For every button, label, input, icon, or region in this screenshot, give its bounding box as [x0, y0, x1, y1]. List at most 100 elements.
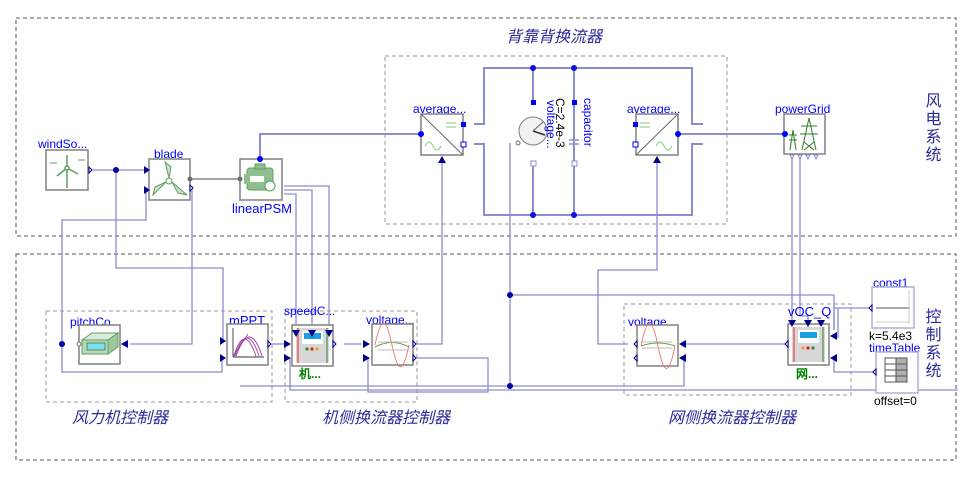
time-table-param: offset=0 [874, 394, 917, 408]
input-port [76, 341, 82, 347]
capacitor-param: C=2.4e-3 [553, 98, 567, 148]
linear-psm-block[interactable]: linearPSM [232, 156, 292, 216]
average-right-label: average... [627, 102, 680, 116]
input-port [804, 320, 812, 327]
neg-port [530, 160, 537, 167]
time-table-block[interactable]: timeTable offset=0 [869, 341, 921, 408]
const1-block[interactable]: const1 k=5.4e3 [868, 276, 915, 343]
speed-controller-sublabel: 机... [299, 366, 321, 381]
input-port [679, 354, 686, 362]
input-port [308, 330, 316, 337]
flange-port [187, 176, 193, 182]
junction-dot [530, 65, 536, 71]
grid-side-ctrl-frame [623, 303, 852, 396]
power-grid-block[interactable]: powerGrid [775, 102, 830, 161]
speed-controller-label: speedC... [284, 304, 335, 318]
flange-port [237, 176, 243, 182]
motor-icon [244, 163, 276, 192]
output-port [267, 339, 272, 349]
capacitor-block[interactable]: C=2.4e-3 capacitor [553, 98, 595, 167]
pwm-sine-icon [374, 323, 410, 367]
back-to-back-frame [384, 55, 728, 225]
power-tower-icon [789, 117, 818, 151]
output-port [789, 154, 795, 161]
back-to-back-title: 背靠背换流器 [506, 27, 604, 46]
voc-q-label: vOC_Q [788, 304, 831, 319]
average-right-block[interactable]: average... [627, 102, 681, 163]
mppt-curve-icon [232, 328, 264, 358]
input-port [363, 340, 370, 348]
input-port [144, 186, 150, 194]
voltage-machine-block[interactable]: voltage... [363, 313, 417, 367]
junction-dot [507, 292, 513, 298]
voc-q-block[interactable]: vOC_Q 网... [784, 304, 837, 381]
wind-system-frame [15, 17, 957, 237]
power-grid-label: powerGrid [775, 102, 830, 116]
ac-dc-converter-icon [420, 113, 464, 156]
voltage-sensor-block[interactable]: voltage... [515, 100, 558, 167]
pitch-controller-block[interactable]: pitchCo... [70, 315, 128, 365]
const1-param: k=5.4e3 [869, 329, 912, 343]
junction-dot [571, 65, 577, 71]
wind-source-label: windSo... [37, 137, 87, 151]
dc-ac-converter-icon [635, 113, 679, 156]
speed-controller-block[interactable]: speedC... 机... [284, 304, 337, 381]
output-port [189, 183, 194, 193]
output-port [872, 367, 877, 377]
neg-port [571, 160, 578, 167]
output-port [633, 339, 638, 349]
input-port [325, 330, 333, 337]
dc-neg-port [460, 141, 467, 148]
junction-dot [113, 167, 119, 173]
input-port [653, 156, 661, 163]
output-port [813, 154, 819, 161]
input-port [438, 156, 446, 163]
output-port [797, 154, 803, 161]
input-port [679, 340, 686, 348]
blade-block[interactable]: blade [144, 147, 194, 201]
ac-port [675, 131, 681, 137]
wind-source-block[interactable]: windSo... [37, 137, 93, 191]
linear-psm-label: linearPSM [232, 201, 292, 216]
input-port [220, 337, 226, 345]
wires [61, 67, 958, 393]
output-port [88, 165, 93, 175]
dc-pos-port [633, 122, 638, 127]
output-port [633, 353, 638, 363]
rotor-blade-icon [152, 160, 188, 197]
controller-box-icon [80, 332, 120, 355]
machine-side-ctrl-title: 机侧换流器控制器 [322, 408, 452, 427]
input-port [144, 166, 150, 174]
input-port [363, 354, 370, 362]
electric-port [257, 156, 263, 162]
blade-label: blade [154, 147, 184, 161]
voltage-sensor-label: voltage... [544, 100, 558, 149]
average-left-label: average... [413, 102, 466, 116]
output-port [868, 303, 873, 313]
pwm-sine-icon [640, 323, 676, 369]
input-port [220, 354, 226, 362]
dc-pos-port [461, 122, 466, 127]
table-icon [884, 357, 908, 383]
input-port [830, 332, 837, 340]
turbine-ctrl-frame [45, 310, 273, 403]
junction-dot [571, 212, 577, 218]
pos-port [531, 100, 536, 105]
input-port [284, 354, 291, 362]
control-system-title: 控制系统 [923, 308, 942, 380]
mppt-block[interactable]: mPPT [220, 313, 284, 366]
output-port [784, 339, 789, 349]
output-port [515, 140, 521, 146]
wind-turbine-icon [50, 155, 85, 188]
dc-neg-port [632, 141, 639, 148]
output-port [412, 339, 417, 349]
junction-dot [507, 383, 513, 389]
voc-q-sublabel: 网... [796, 367, 818, 381]
turbine-ctrl-title: 风力机控制器 [72, 408, 170, 427]
average-left-block[interactable]: average... [413, 102, 467, 163]
junction-dot [530, 212, 536, 218]
input-port [788, 320, 796, 327]
ac-port [418, 131, 424, 137]
voltage-grid-block[interactable]: voltage... [628, 315, 686, 369]
